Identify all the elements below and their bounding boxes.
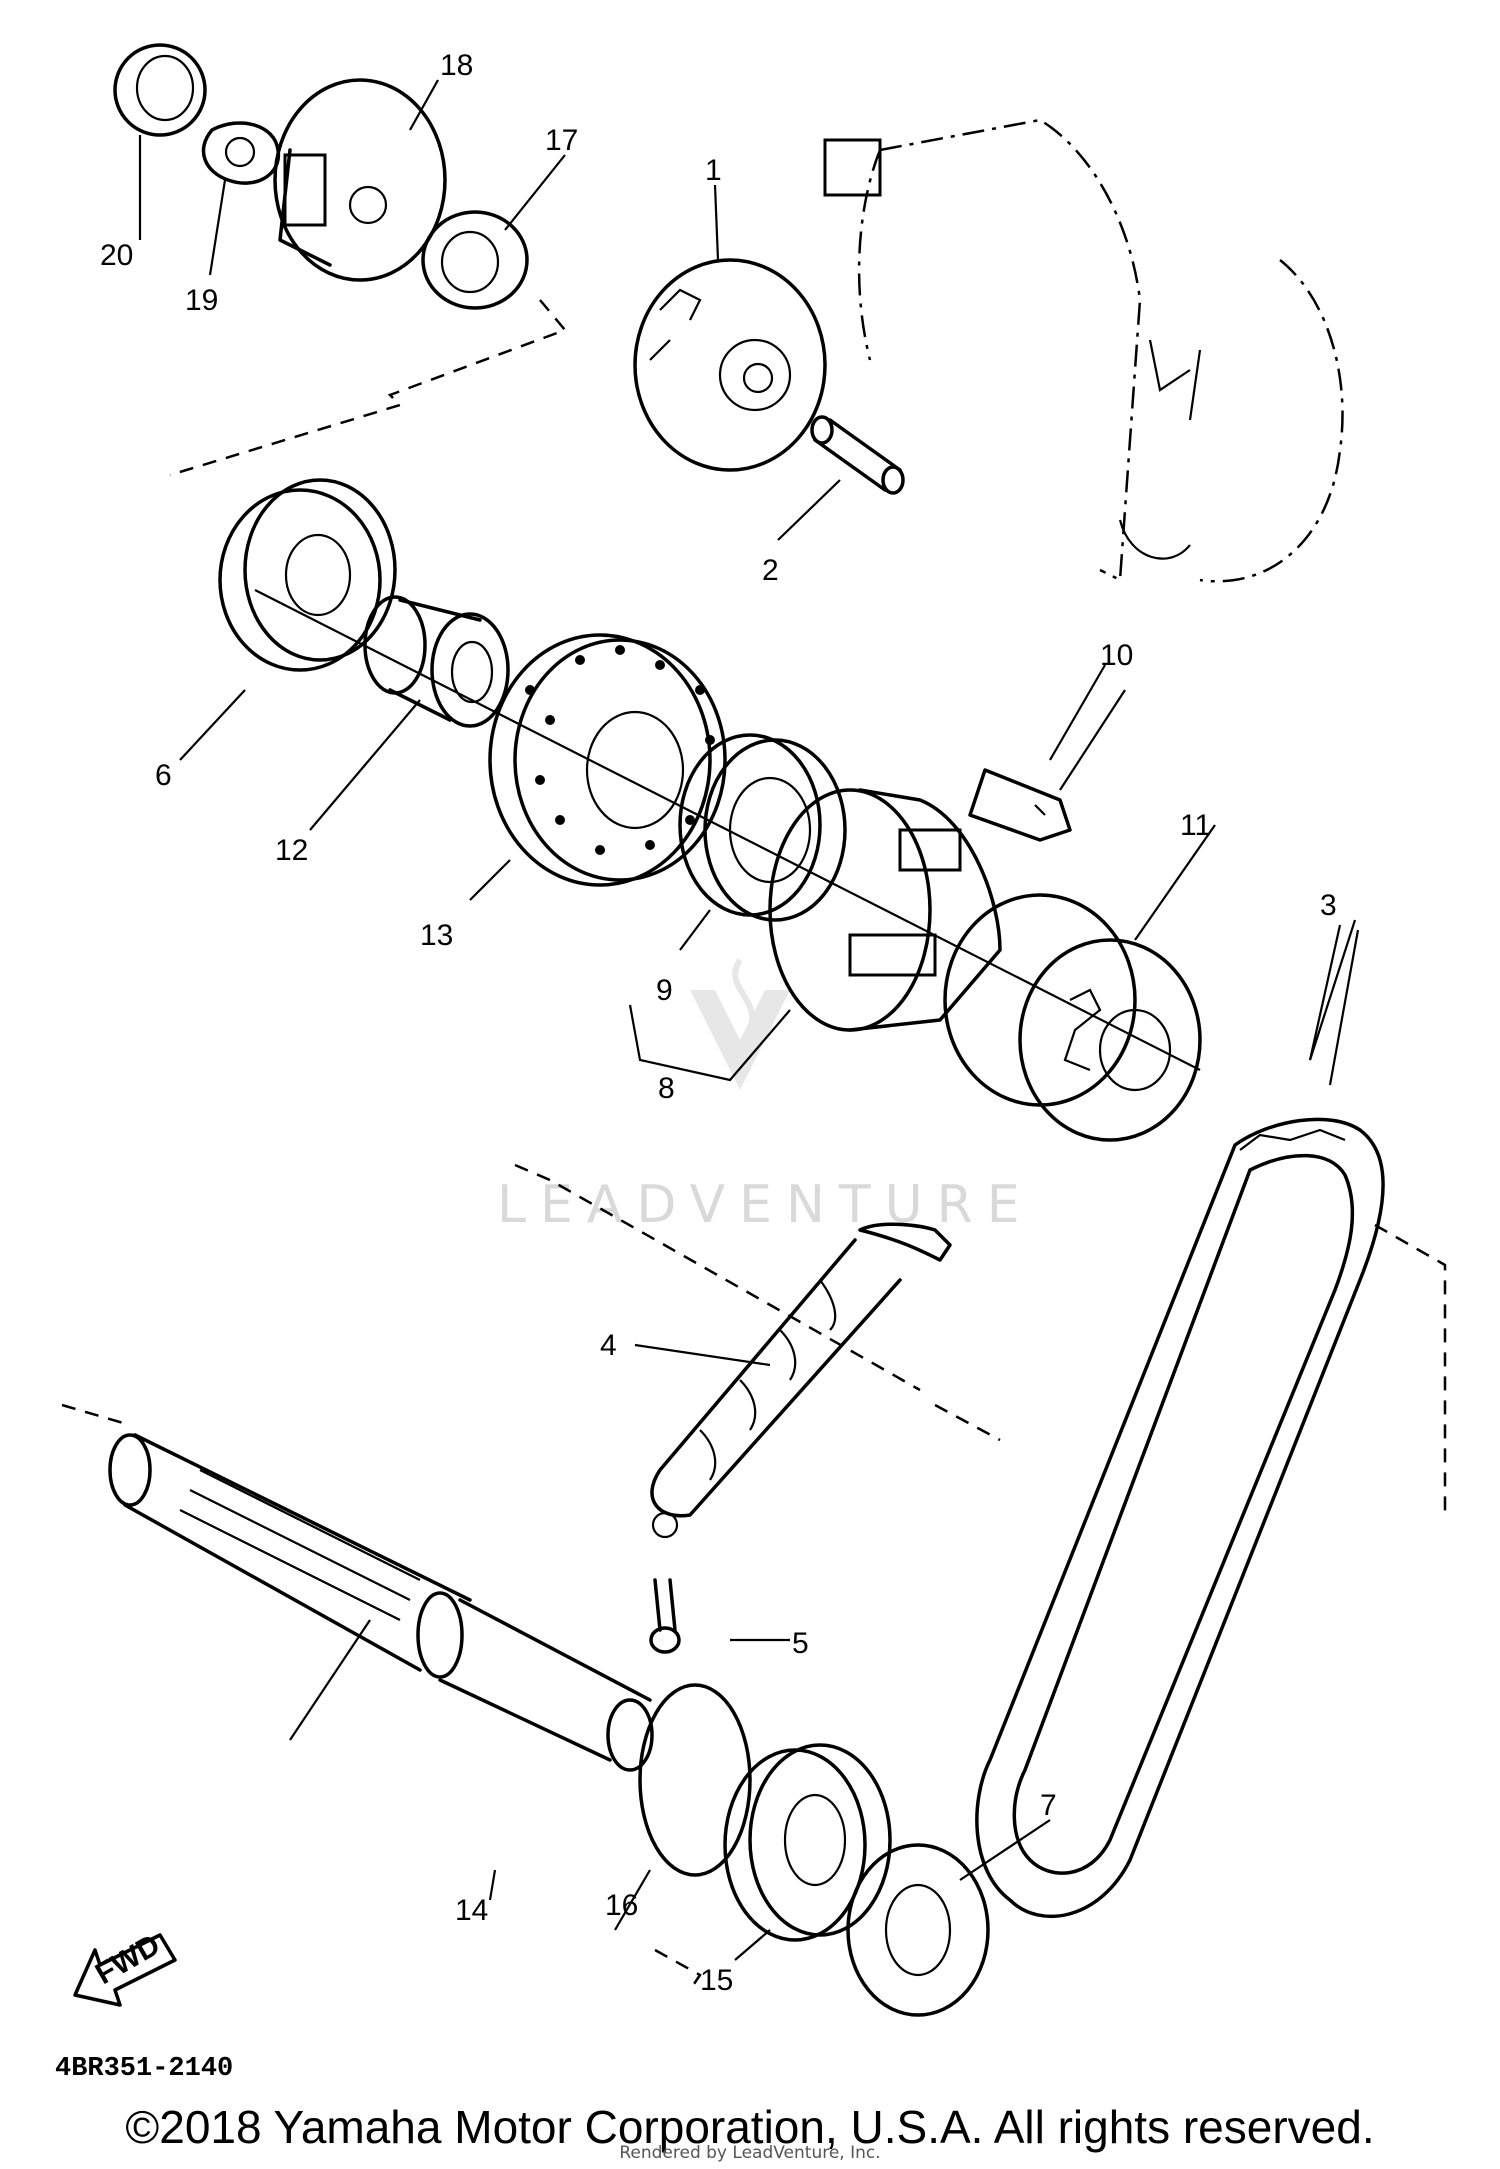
- part-13-sprocket: [488, 633, 727, 887]
- copyright-notice: ©2018 Yamaha Motor Corporation, U.S.A. A…: [125, 2101, 1375, 2153]
- part-6-bearing: [218, 478, 397, 672]
- assembly-line-bottom: [654, 1948, 702, 1991]
- part-16-o-ring: [638, 1683, 752, 1877]
- part-10-key: [968, 768, 1072, 842]
- callout-20: 20: [100, 239, 133, 272]
- part-11-pinion: [943, 893, 1202, 1142]
- part-4-chain-guide: [650, 1222, 952, 1539]
- callout-12: 12: [275, 834, 308, 867]
- part-19-lock-washer: [201, 121, 281, 185]
- callout-5: 5: [792, 1627, 809, 1660]
- part-9-roller-clutch: [678, 733, 847, 922]
- part-15-bearing: [723, 1743, 892, 1942]
- part-3-chain: [975, 1117, 1385, 1919]
- part-17-bearing: [421, 210, 529, 310]
- starter-motor-outline: [823, 118, 1344, 583]
- leader-lines: [138, 79, 1360, 1961]
- callout-2: 2: [762, 554, 779, 587]
- part-18-gear: [273, 78, 447, 282]
- callout-6: 6: [155, 759, 172, 792]
- part-14-shaft: [108, 1433, 654, 1772]
- shaft-axis-line: [254, 589, 1201, 1071]
- part-8-clutch-housing: [768, 788, 1002, 1032]
- part-5-bolt: [649, 1578, 681, 1654]
- callout-10: 10: [1100, 639, 1133, 672]
- callout-13: 13: [420, 919, 453, 952]
- callout-17: 17: [545, 124, 578, 157]
- callout-4: 4: [600, 1329, 617, 1362]
- callout-11: 11: [1180, 809, 1211, 842]
- callout-15: 15: [700, 1964, 733, 1997]
- callout-14: 14: [455, 1894, 488, 1927]
- part-20-washer: [113, 43, 207, 137]
- callout-8: 8: [658, 1072, 675, 1105]
- assembly-line-upper: [169, 299, 568, 477]
- callout-1: 1: [705, 154, 722, 187]
- watermark-text: LEADVENTURE: [497, 1175, 1034, 1235]
- fwd-arrow: FWD: [73, 1928, 177, 2007]
- callout-19: 19: [185, 284, 218, 317]
- part-1-gear: [633, 258, 827, 472]
- part-12-collar: [363, 595, 510, 728]
- part-7-oil-seal: [846, 1843, 990, 2017]
- assembly-line-right: [1374, 1223, 1447, 1520]
- callout-18: 18: [440, 49, 473, 82]
- callout-labels: 1 2 3 4 5 6 7 8 9 10 11 12 13 14 15 16 1…: [100, 49, 1337, 1997]
- rendered-by-note: Rendered by LeadVenture, Inc.: [619, 2143, 881, 2163]
- callout-16: 16: [605, 1889, 638, 1922]
- assembly-line-mid: [514, 1163, 1001, 1442]
- callout-7: 7: [1040, 1789, 1057, 1822]
- part-2-pin: [810, 415, 905, 495]
- assembly-line-left: [61, 1403, 131, 1427]
- callout-3: 3: [1320, 889, 1337, 922]
- callout-9: 9: [656, 974, 673, 1007]
- watermark-logo: [690, 958, 790, 1090]
- diagram-code: 4BR351-2140: [55, 2054, 233, 2084]
